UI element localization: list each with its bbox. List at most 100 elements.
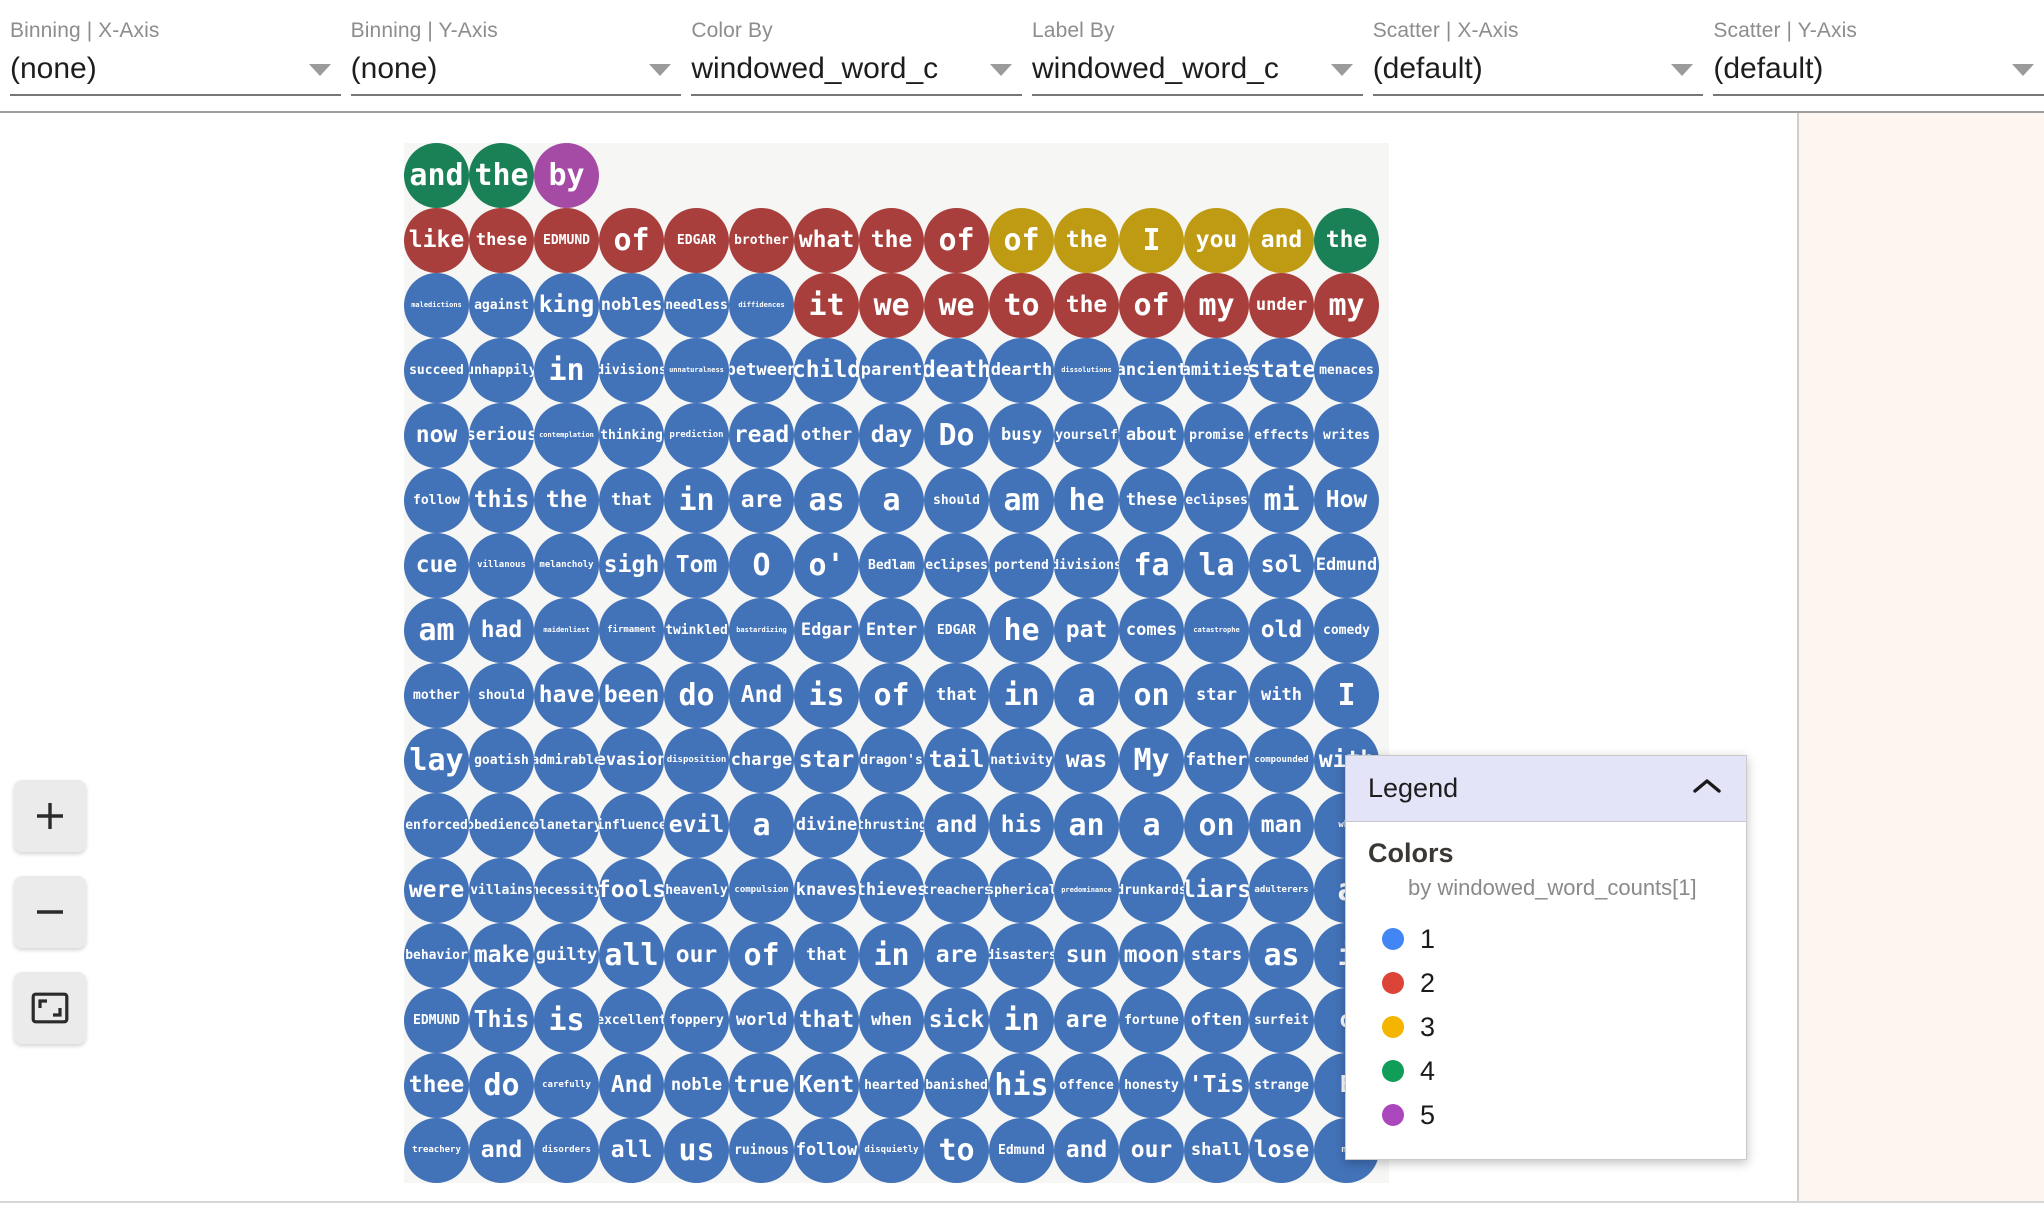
word-bubble[interactable]: succeed: [404, 338, 469, 403]
label-by-select[interactable]: windowed_word_c: [1032, 50, 1363, 96]
word-bubble[interactable]: offence: [1054, 1053, 1119, 1118]
word-bubble[interactable]: portend: [989, 533, 1054, 598]
zoom-in-button[interactable]: [14, 780, 86, 852]
word-bubble[interactable]: and: [404, 143, 469, 208]
scatter-x-axis-select[interactable]: (default): [1372, 50, 1704, 96]
word-bubble[interactable]: as: [1249, 923, 1314, 988]
word-bubble[interactable]: thrusting: [859, 793, 924, 858]
binning-x-axis-select[interactable]: (none): [10, 50, 341, 96]
legend-item[interactable]: 3: [1382, 1005, 1724, 1049]
word-bubble[interactable]: 'Tis: [1184, 1053, 1249, 1118]
word-bubble[interactable]: of: [924, 208, 989, 273]
word-bubble[interactable]: a: [1054, 663, 1119, 728]
word-bubble[interactable]: do: [469, 1053, 534, 1118]
word-bubble[interactable]: old: [1249, 598, 1314, 663]
word-bubble[interactable]: between: [729, 338, 794, 403]
zoom-out-button[interactable]: [14, 876, 86, 948]
word-bubble[interactable]: serious: [469, 403, 534, 468]
legend-panel[interactable]: Legend Colors by windowed_word_counts[1]…: [1345, 755, 1747, 1160]
word-bubble[interactable]: these: [1119, 468, 1184, 533]
word-bubble[interactable]: And: [599, 1053, 664, 1118]
word-bubble[interactable]: was: [1054, 728, 1119, 793]
word-bubble[interactable]: his: [989, 793, 1054, 858]
word-bubble[interactable]: hearted: [859, 1053, 924, 1118]
word-bubble[interactable]: thieves: [859, 858, 924, 923]
word-bubble[interactable]: been: [599, 663, 664, 728]
word-bubble[interactable]: This: [469, 988, 534, 1053]
word-bubble[interactable]: shall: [1184, 1118, 1249, 1183]
word-bubble[interactable]: twinkled: [664, 598, 729, 663]
word-bubble[interactable]: yourself: [1054, 403, 1119, 468]
word-bubble[interactable]: pat: [1054, 598, 1119, 663]
word-bubble[interactable]: had: [469, 598, 534, 663]
word-bubble[interactable]: fools: [599, 858, 664, 923]
word-bubble[interactable]: fa: [1119, 533, 1184, 598]
word-bubble[interactable]: ancient: [1119, 338, 1184, 403]
legend-item[interactable]: 2: [1382, 961, 1724, 1005]
word-bubble[interactable]: you: [1184, 208, 1249, 273]
word-bubble[interactable]: amities: [1184, 338, 1249, 403]
word-bubble[interactable]: spherical: [989, 858, 1054, 923]
word-bubble[interactable]: a: [1119, 793, 1184, 858]
word-bubble[interactable]: on: [1184, 793, 1249, 858]
word-bubble[interactable]: and: [1249, 208, 1314, 273]
word-bubble[interactable]: O: [729, 533, 794, 598]
word-bubble[interactable]: prediction: [664, 403, 729, 468]
word-bubble[interactable]: the: [1314, 208, 1379, 273]
word-bubble[interactable]: divine: [794, 793, 859, 858]
word-bubble[interactable]: adulterers: [1249, 858, 1314, 923]
word-bubble[interactable]: of: [729, 923, 794, 988]
word-bubble[interactable]: influence: [599, 793, 664, 858]
word-bubble[interactable]: I: [1119, 208, 1184, 273]
word-bubble[interactable]: that: [794, 988, 859, 1053]
word-bubble[interactable]: carefully: [534, 1053, 599, 1118]
word-bubble[interactable]: he: [1054, 468, 1119, 533]
word-bubble[interactable]: state: [1249, 338, 1314, 403]
word-bubble[interactable]: that: [599, 468, 664, 533]
word-bubble[interactable]: treachers: [924, 858, 989, 923]
word-bubble[interactable]: other: [794, 403, 859, 468]
word-bubble[interactable]: treachery: [404, 1118, 469, 1183]
word-bubble[interactable]: evil: [664, 793, 729, 858]
word-bubble[interactable]: a: [859, 468, 924, 533]
word-bubble[interactable]: death: [924, 338, 989, 403]
word-bubble[interactable]: planetary: [534, 793, 599, 858]
word-bubble[interactable]: thee: [404, 1053, 469, 1118]
word-bubble[interactable]: foppery: [664, 988, 729, 1053]
word-bubble[interactable]: nobles: [599, 273, 664, 338]
word-bubble[interactable]: noble: [664, 1053, 729, 1118]
word-bubble[interactable]: world: [729, 988, 794, 1053]
word-bubble[interactable]: were: [404, 858, 469, 923]
word-bubble[interactable]: goatish: [469, 728, 534, 793]
word-bubble[interactable]: to: [924, 1118, 989, 1183]
word-bubble[interactable]: obedience: [469, 793, 534, 858]
word-bubble[interactable]: Edmund: [989, 1118, 1054, 1183]
word-bubble[interactable]: my: [1184, 273, 1249, 338]
word-bubble[interactable]: cue: [404, 533, 469, 598]
word-bubble[interactable]: predominance: [1054, 858, 1119, 923]
word-bubble[interactable]: sick: [924, 988, 989, 1053]
word-bubble[interactable]: now: [404, 403, 469, 468]
legend-item[interactable]: 1: [1382, 917, 1724, 961]
word-bubble[interactable]: us: [664, 1118, 729, 1183]
word-bubble[interactable]: knaves: [794, 858, 859, 923]
word-bubble[interactable]: of: [989, 208, 1054, 273]
word-bubble[interactable]: when: [859, 988, 924, 1053]
word-bubble[interactable]: strange: [1249, 1053, 1314, 1118]
word-bubble[interactable]: make: [469, 923, 534, 988]
word-bubble[interactable]: dragon's: [859, 728, 924, 793]
word-bubble[interactable]: star: [1184, 663, 1249, 728]
word-bubble[interactable]: enforced: [404, 793, 469, 858]
word-bubble[interactable]: what: [794, 208, 859, 273]
word-bubble[interactable]: writes: [1314, 403, 1379, 468]
word-bubble[interactable]: tail: [924, 728, 989, 793]
word-bubble[interactable]: in: [989, 988, 1054, 1053]
word-bubble[interactable]: of: [859, 663, 924, 728]
word-bubble[interactable]: and: [469, 1118, 534, 1183]
word-bubble[interactable]: melancholy: [534, 533, 599, 598]
word-bubble[interactable]: disorders: [534, 1118, 599, 1183]
word-bubble[interactable]: father: [1184, 728, 1249, 793]
word-bubble[interactable]: are: [1054, 988, 1119, 1053]
word-bubble[interactable]: behavior: [404, 923, 469, 988]
